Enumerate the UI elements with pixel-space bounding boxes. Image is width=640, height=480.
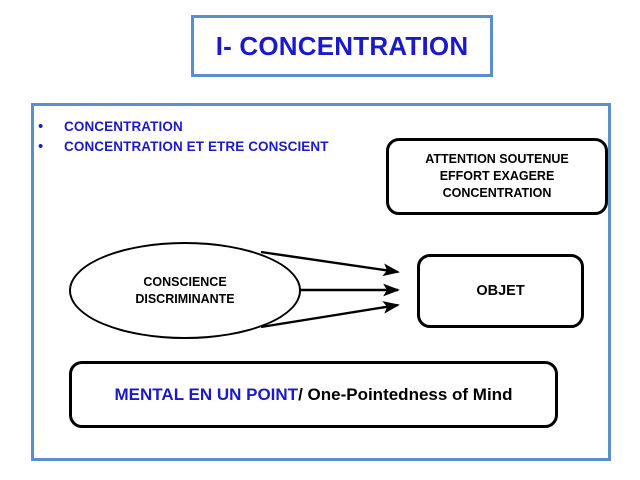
conscience-discriminante-ellipse: CONSCIENCE DISCRIMINANTE — [69, 242, 301, 339]
list-item-label: CONCENTRATION ET ETRE CONSCIENT — [64, 139, 329, 154]
attention-soutenue-box: ATTENTION SOUTENUE EFFORT EXAGERE CONCEN… — [386, 138, 608, 215]
mental-rest-text: / One-Pointedness of Mind — [298, 385, 513, 404]
mental-highlight-text: MENTAL EN UN POINT — [114, 385, 299, 404]
page-title: I- CONCENTRATION — [215, 30, 469, 61]
objet-label: OBJET — [476, 283, 525, 299]
attention-soutenue-label: ATTENTION SOUTENUE EFFORT EXAGERE CONCEN… — [425, 152, 569, 200]
conscience-discriminante-label: CONSCIENCE DISCRIMINANTE — [135, 274, 235, 306]
mental-en-un-point-label: MENTAL EN UN POINT/ One-Pointedness of M… — [103, 382, 525, 407]
objet-box: OBJET — [417, 254, 584, 328]
list-item-label: CONCENTRATION — [64, 119, 183, 134]
bullet-marker-icon: • — [38, 118, 44, 135]
bullet-marker-icon: • — [38, 138, 44, 155]
slide-title-box: I- CONCENTRATION — [191, 15, 493, 77]
list-item: • CONCENTRATION — [38, 118, 388, 135]
mental-en-un-point-box: MENTAL EN UN POINT/ One-Pointedness of M… — [69, 361, 558, 428]
bullet-list: • CONCENTRATION • CONCENTRATION ET ETRE … — [38, 118, 388, 158]
list-item: • CONCENTRATION ET ETRE CONSCIENT — [38, 138, 388, 155]
